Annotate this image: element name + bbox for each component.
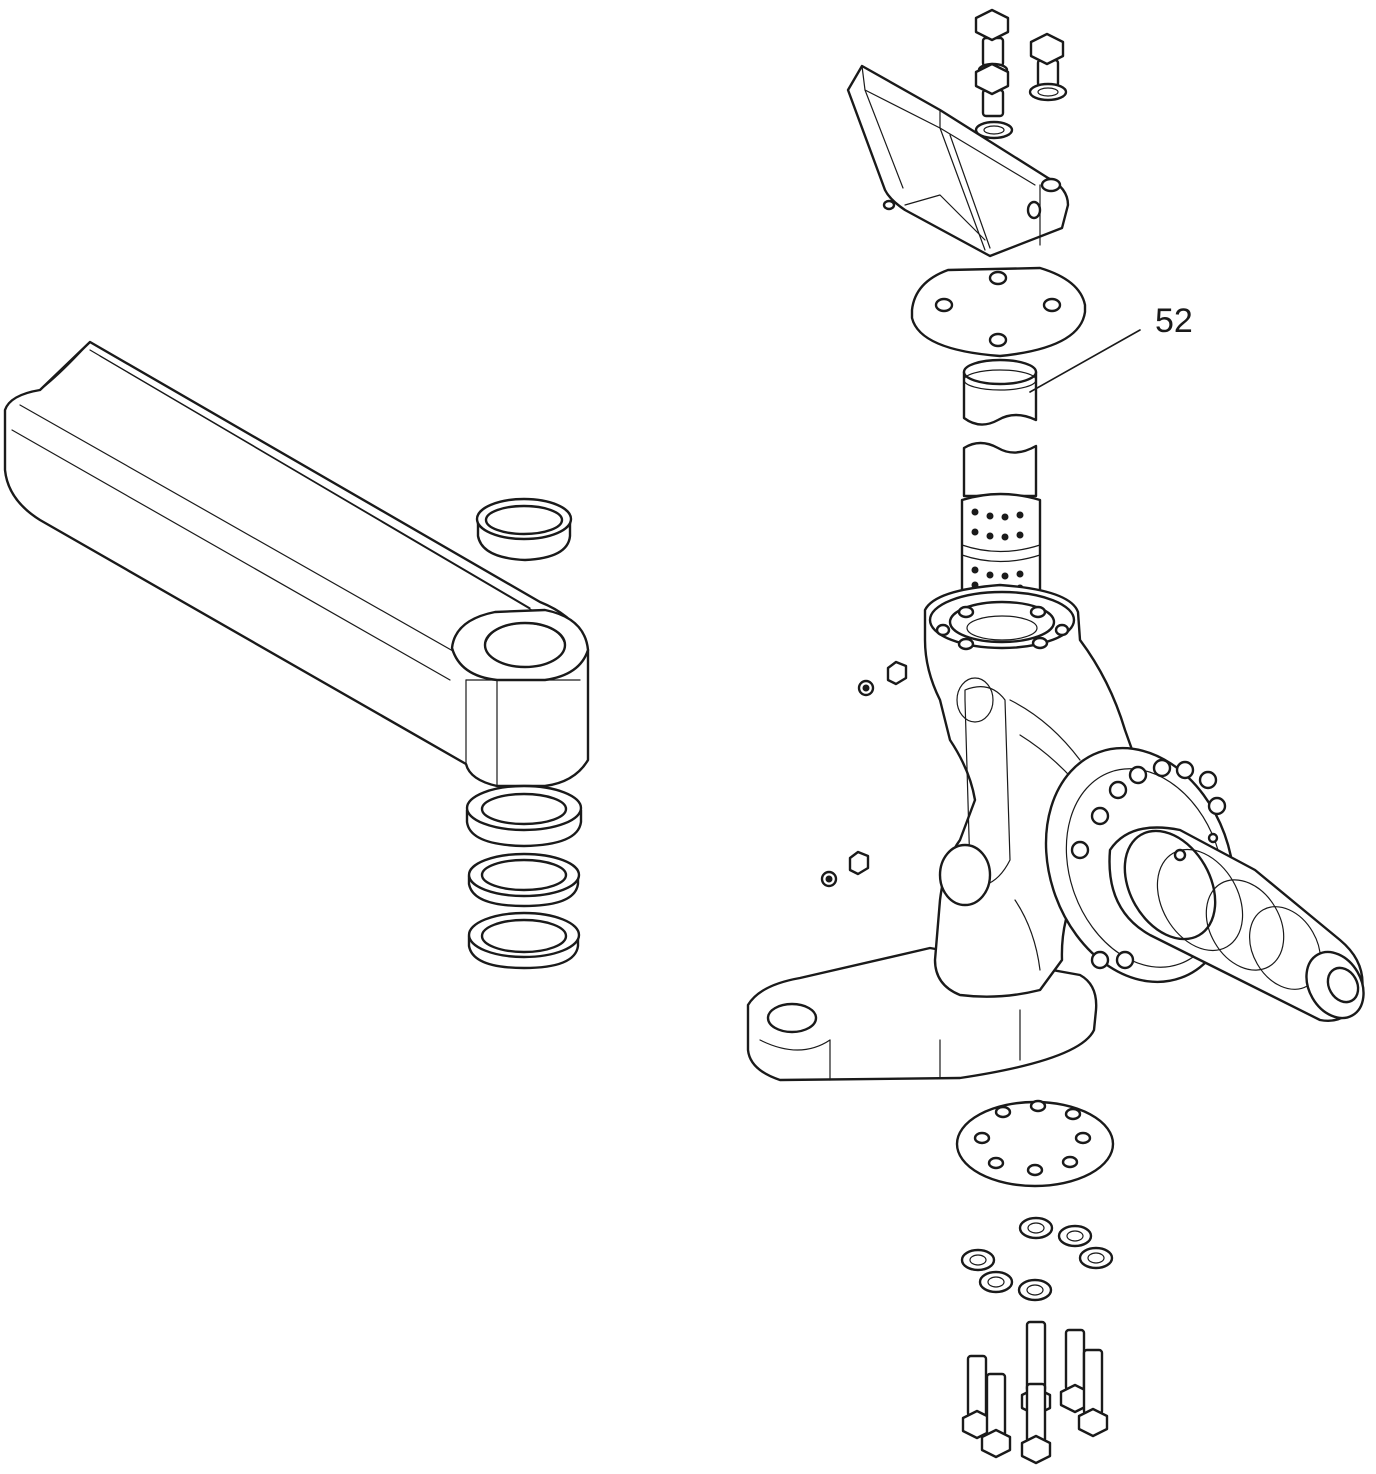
callout-label-52: 52 — [1155, 302, 1193, 340]
kingpin — [962, 358, 1038, 498]
bottom-bolt — [980, 1372, 1012, 1459]
bottom-bolt — [1020, 1382, 1052, 1465]
upper-thrust-ring — [475, 497, 573, 562]
callout-52: 52 — [1029, 302, 1193, 393]
steering-knuckle — [746, 583, 1152, 1082]
bottom-cap-plate — [955, 1099, 1115, 1188]
kingpin-bushing — [960, 492, 1042, 599]
top-bolt-2 — [1028, 32, 1068, 102]
washer — [1057, 1224, 1093, 1248]
bottom-bolt — [961, 1354, 993, 1440]
steering-arm-bracket — [846, 64, 1070, 258]
lower-seal-ring-2 — [467, 852, 581, 908]
washer — [1017, 1278, 1053, 1302]
washer — [978, 1270, 1014, 1294]
washer — [1018, 1216, 1054, 1240]
grease-nipple-lower — [820, 850, 870, 888]
bottom-bolt-set — [961, 1320, 1109, 1465]
top-bolt-3 — [974, 62, 1014, 140]
lower-seal-ring-1 — [465, 784, 583, 848]
wheel-spindle — [1108, 826, 1365, 1022]
top-cap-plate — [910, 266, 1087, 358]
grease-nipple-upper — [857, 660, 908, 697]
washer-set — [960, 1216, 1114, 1302]
washer — [960, 1248, 996, 1272]
washer — [1078, 1246, 1114, 1270]
axle-beam — [3, 340, 590, 788]
lower-seal-ring-3 — [467, 911, 581, 970]
bottom-bolt — [1077, 1348, 1109, 1438]
